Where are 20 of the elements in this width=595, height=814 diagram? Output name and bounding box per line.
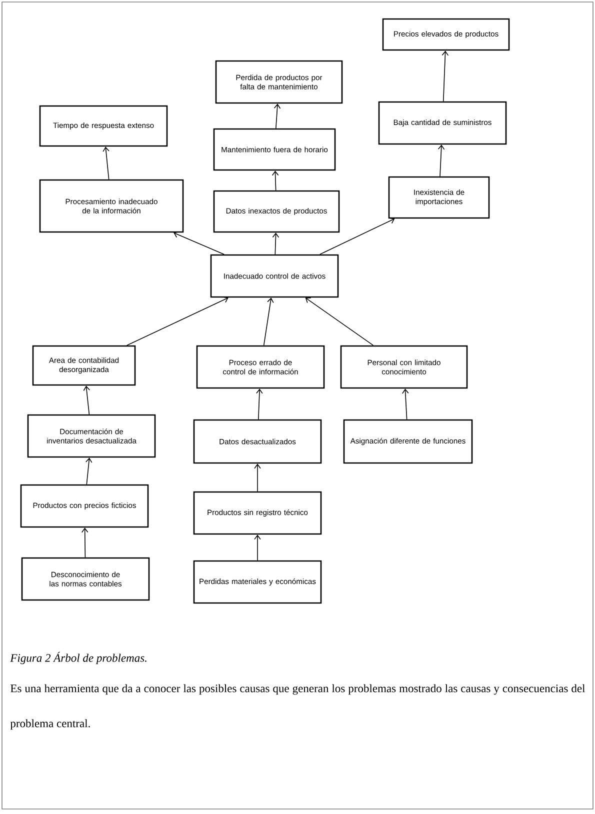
arrow: [254, 464, 261, 492]
description-paragraph: Es una herramienta que da a conocer las posibles causas que generan los problemas mostrado las causas y consecuencias del problema central.: [10, 684, 586, 730]
arrow: [85, 458, 92, 485]
arrow: [174, 231, 224, 255]
figure-caption: Figura 2 Árbol de problemas.: [10, 652, 146, 664]
arrow: [272, 232, 280, 255]
arrow: [263, 298, 274, 346]
arrow: [81, 528, 88, 558]
arrow: [274, 104, 281, 129]
arrow: [305, 297, 374, 346]
arrow: [442, 50, 449, 102]
arrow: [272, 170, 279, 191]
arrow: [83, 386, 90, 415]
arrow: [438, 144, 445, 177]
arrow: [126, 296, 228, 346]
arrow: [319, 218, 395, 255]
arrow: [254, 534, 261, 561]
arrow: [102, 146, 110, 180]
arrow: [402, 388, 409, 420]
arrow: [256, 388, 263, 420]
